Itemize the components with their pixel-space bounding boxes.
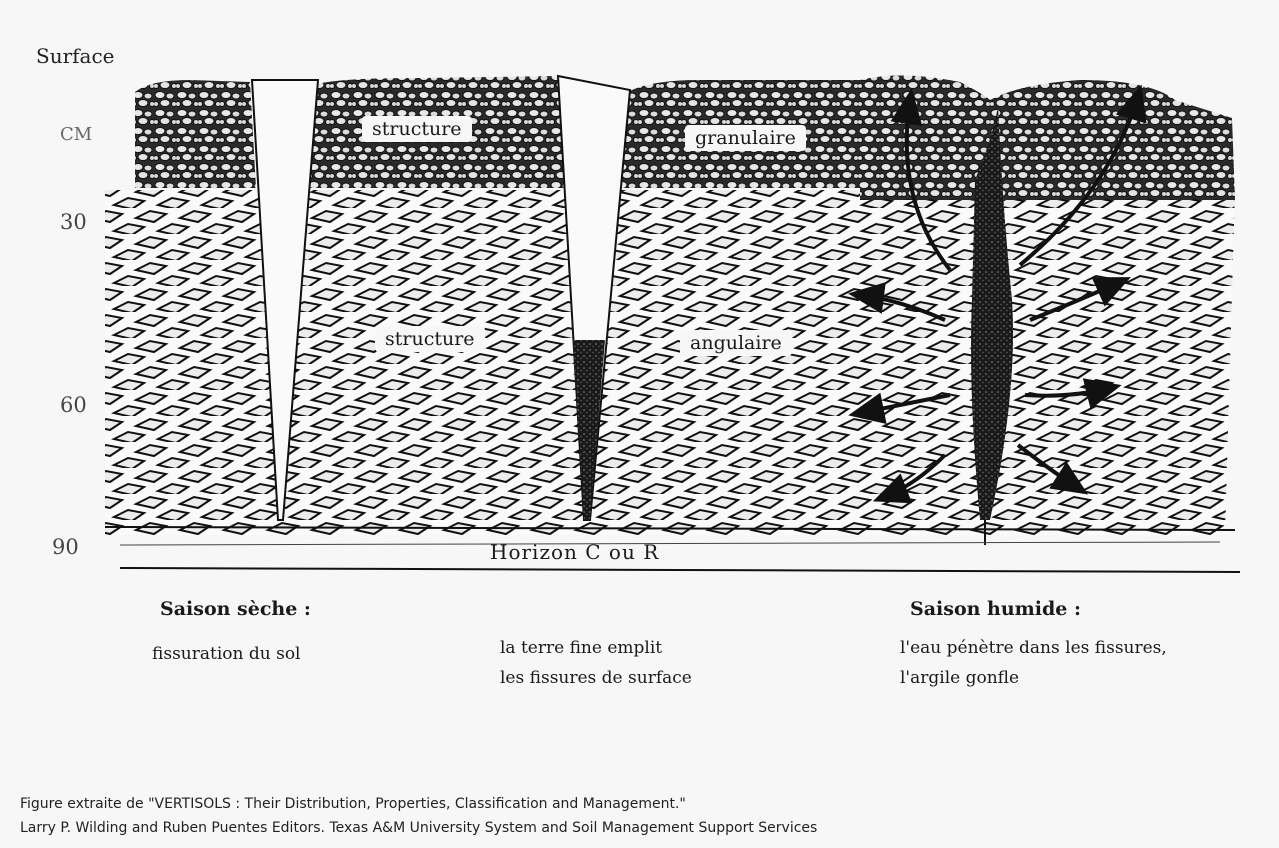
wet-season-title: Saison humide :	[910, 598, 1081, 620]
depth-axis-title: Surface	[36, 44, 115, 68]
dry-season-caption: fissuration du sol	[152, 640, 300, 668]
credit-line-1: Figure extraite de "VERTISOLS : Their Di…	[20, 796, 686, 812]
credit-line-2: Larry P. Wilding and Ruben Puentes Edito…	[20, 820, 817, 836]
horizon-line-bottom	[120, 568, 1240, 572]
wet-caption-line1: l'eau pénètre dans les fissures,	[900, 634, 1167, 662]
soil-profile-diagram	[0, 0, 1279, 600]
label-granulaire: granulaire	[685, 125, 806, 151]
wet-caption-line2: l'argile gonfle	[900, 664, 1019, 692]
depth-tick-30: 30	[60, 210, 87, 234]
depth-tick-60: 60	[60, 393, 87, 417]
label-angulaire: angulaire	[680, 330, 792, 356]
depth-tick-90: 90	[52, 535, 79, 559]
label-horizon: Horizon C ou R	[480, 538, 669, 566]
dry-season-title: Saison sèche :	[160, 598, 311, 620]
depth-axis-unit: CM	[60, 124, 92, 145]
label-structure-mid: structure	[375, 326, 485, 352]
middle-caption-line2: les fissures de surface	[500, 664, 692, 692]
middle-caption-line1: la terre fine emplit	[500, 634, 662, 662]
horizon-line-mid	[120, 542, 1220, 545]
label-structure-top: structure	[362, 116, 472, 142]
